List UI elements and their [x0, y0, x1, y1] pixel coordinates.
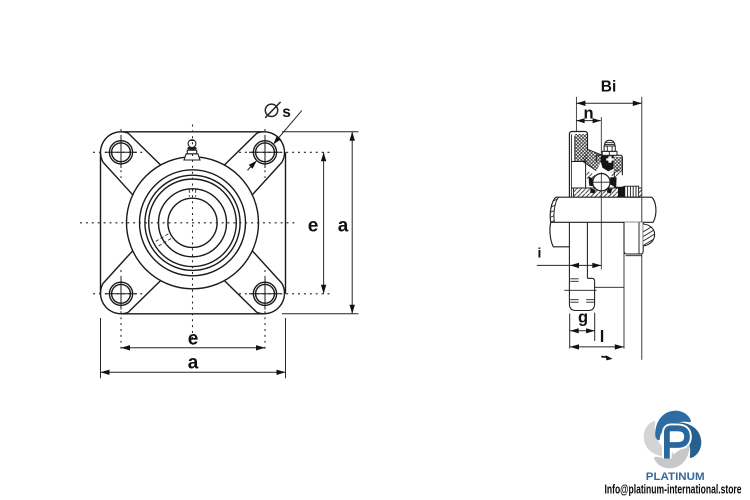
svg-text:a: a — [188, 353, 199, 374]
svg-text:PLATINUM: PLATINUM — [646, 471, 705, 483]
svg-text:a: a — [338, 216, 349, 237]
svg-text:e: e — [308, 216, 319, 237]
svg-text:e: e — [188, 329, 199, 350]
svg-text:Bi: Bi — [601, 79, 617, 96]
svg-text:s: s — [282, 104, 291, 121]
svg-text:g: g — [578, 309, 588, 327]
svg-text:i: i — [538, 245, 542, 261]
svg-text:n: n — [583, 105, 593, 123]
svg-text:l: l — [600, 328, 605, 346]
svg-text:Info@platinum-international.st: Info@platinum-international.store — [605, 482, 742, 497]
